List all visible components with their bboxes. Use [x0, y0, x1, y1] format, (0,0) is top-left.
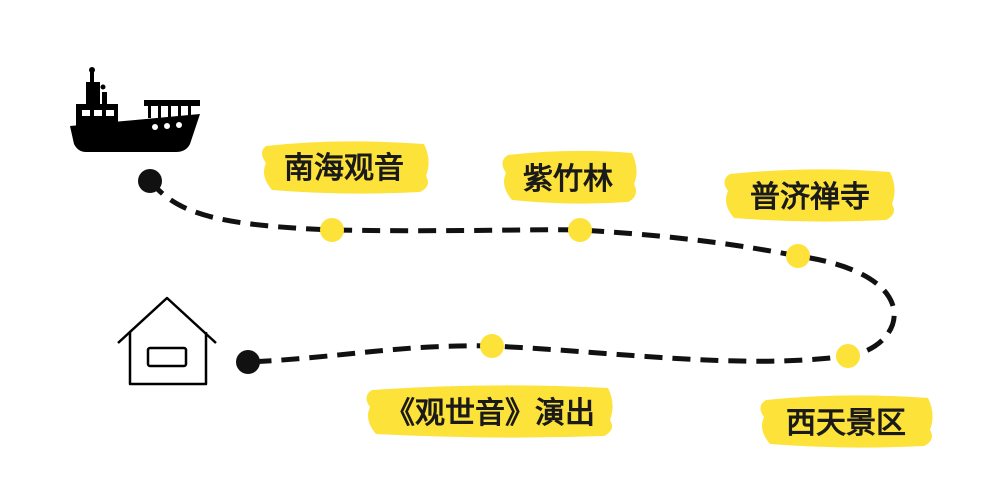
- stop-name-5: 《观世音》演出: [385, 396, 595, 431]
- stop-name-1: 南海观音: [284, 151, 404, 186]
- stop-dot-5: [480, 334, 504, 358]
- stop-dot-4: [836, 344, 860, 368]
- end-dot: [236, 350, 260, 374]
- stop-label-2: 紫竹林: [502, 150, 637, 204]
- stop-dot-1: [320, 218, 344, 242]
- stop-dot-3: [786, 244, 810, 268]
- stop-label-5: 《观世音》演出: [366, 385, 613, 438]
- start-dot: [138, 169, 162, 193]
- stop-dot-2: [568, 218, 592, 242]
- stop-name-4: 西天景区: [786, 406, 906, 441]
- ship-icon: [70, 67, 200, 152]
- house-icon: [117, 296, 217, 386]
- stop-name-3: 普济禅寺: [750, 180, 870, 215]
- stop-label-4: 西天景区: [760, 395, 933, 448]
- stop-label-1: 南海观音: [262, 141, 429, 194]
- stop-label-3: 普济禅寺: [724, 169, 895, 222]
- stop-name-2: 紫竹林: [523, 162, 613, 197]
